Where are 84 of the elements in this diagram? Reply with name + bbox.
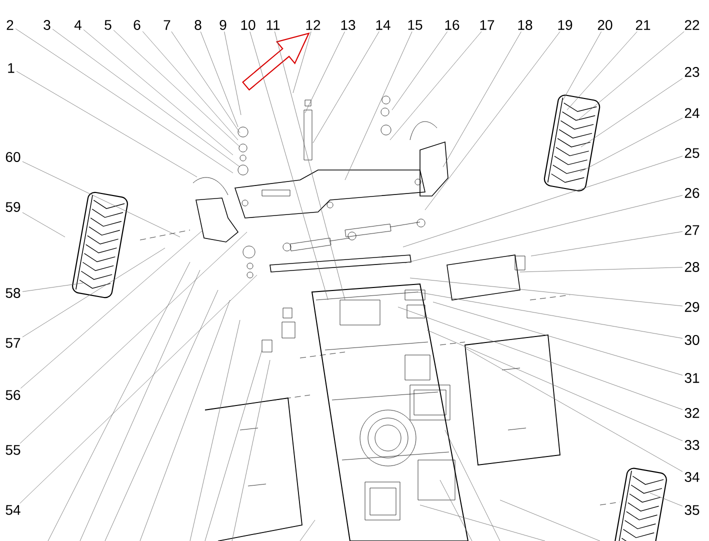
- leader-line: [398, 306, 683, 410]
- callout-number: 5: [102, 18, 114, 32]
- leader-line: [464, 348, 683, 472]
- leader-line: [520, 267, 683, 272]
- leader-line: [312, 31, 380, 144]
- leader-line: [566, 31, 638, 110]
- leader-line: [426, 330, 683, 442]
- leader-line: [22, 161, 180, 238]
- leader-line: [250, 31, 328, 300]
- callout-number: 4: [72, 18, 84, 32]
- leader-line: [432, 302, 683, 376]
- leader-line: [52, 28, 240, 168]
- leader-line: [442, 31, 522, 168]
- leader-line: [416, 292, 683, 339]
- callout-number: 2: [4, 18, 16, 32]
- leader-line: [22, 282, 84, 292]
- callout-number: 16: [442, 18, 462, 32]
- leader-line: [392, 31, 448, 110]
- callout-number: 14: [374, 18, 392, 32]
- callout-number: 9: [218, 18, 228, 32]
- callout-number: 18: [516, 18, 534, 32]
- callout-number: 26: [682, 186, 702, 200]
- callout-number: 59: [4, 200, 22, 214]
- callout-number: 35: [682, 504, 702, 516]
- leader-line: [410, 278, 683, 306]
- callout-number: 7: [162, 18, 172, 32]
- callout-number: 15: [406, 18, 424, 32]
- leader-line: [16, 71, 198, 178]
- leader-line: [20, 230, 204, 389]
- leader-line: [530, 231, 683, 256]
- callout-number: 28: [682, 260, 702, 274]
- callout-number: 30: [682, 334, 702, 346]
- leader-line: [402, 156, 683, 248]
- leader-line: [304, 31, 345, 114]
- callout-number: 25: [682, 146, 702, 160]
- leader-line: [404, 195, 683, 264]
- callout-number: 58: [4, 286, 22, 300]
- leader-line: [580, 118, 683, 172]
- callout-number: 12: [304, 18, 322, 32]
- callout-number: 21: [634, 18, 652, 32]
- callout-number: 10: [238, 18, 258, 32]
- callout-number: 29: [682, 300, 702, 314]
- leader-line: [224, 31, 242, 116]
- leader-line: [22, 212, 66, 238]
- callout-number: 13: [338, 18, 358, 32]
- callout-number: 24: [682, 106, 702, 120]
- callout-number: 27: [682, 224, 702, 236]
- callout-number: 31: [682, 372, 702, 384]
- leader-line: [292, 31, 312, 94]
- callout-number: 56: [4, 388, 22, 402]
- callout-number: 23: [682, 66, 702, 78]
- callout-number: 3: [42, 18, 52, 32]
- leader-line: [274, 31, 346, 300]
- leader-line: [83, 29, 234, 156]
- callout-number: 57: [4, 336, 22, 350]
- callout-number: 32: [682, 406, 702, 420]
- leader-line: [424, 31, 560, 210]
- callout-number: 55: [4, 444, 22, 456]
- callout-number: 20: [596, 18, 614, 32]
- leader-line: [650, 492, 683, 506]
- callout-number: 11: [264, 18, 282, 32]
- callout-number: 8: [192, 18, 204, 32]
- leader-line: [22, 248, 166, 338]
- callout-number: 6: [132, 18, 142, 32]
- leader-line: [15, 28, 234, 174]
- leader-line: [142, 31, 238, 140]
- leader-line: [113, 30, 240, 148]
- leader-line: [578, 31, 684, 120]
- callout-number: 34: [682, 470, 702, 484]
- callout-number: 17: [478, 18, 496, 32]
- callout-number: 22: [682, 18, 702, 32]
- callout-number: 54: [4, 504, 22, 516]
- callout-number: 60: [4, 150, 22, 164]
- callout-number: 19: [556, 18, 574, 32]
- callout-number: 33: [682, 438, 702, 452]
- leader-line: [344, 31, 412, 180]
- leader-line: [171, 31, 240, 134]
- leader-line: [390, 31, 482, 140]
- leader-line: [562, 31, 602, 100]
- leader-line: [20, 232, 248, 444]
- leader-line: [580, 78, 683, 148]
- leader-line: [20, 274, 258, 504]
- leader-line: [200, 31, 238, 128]
- callout-number: 1: [6, 62, 16, 74]
